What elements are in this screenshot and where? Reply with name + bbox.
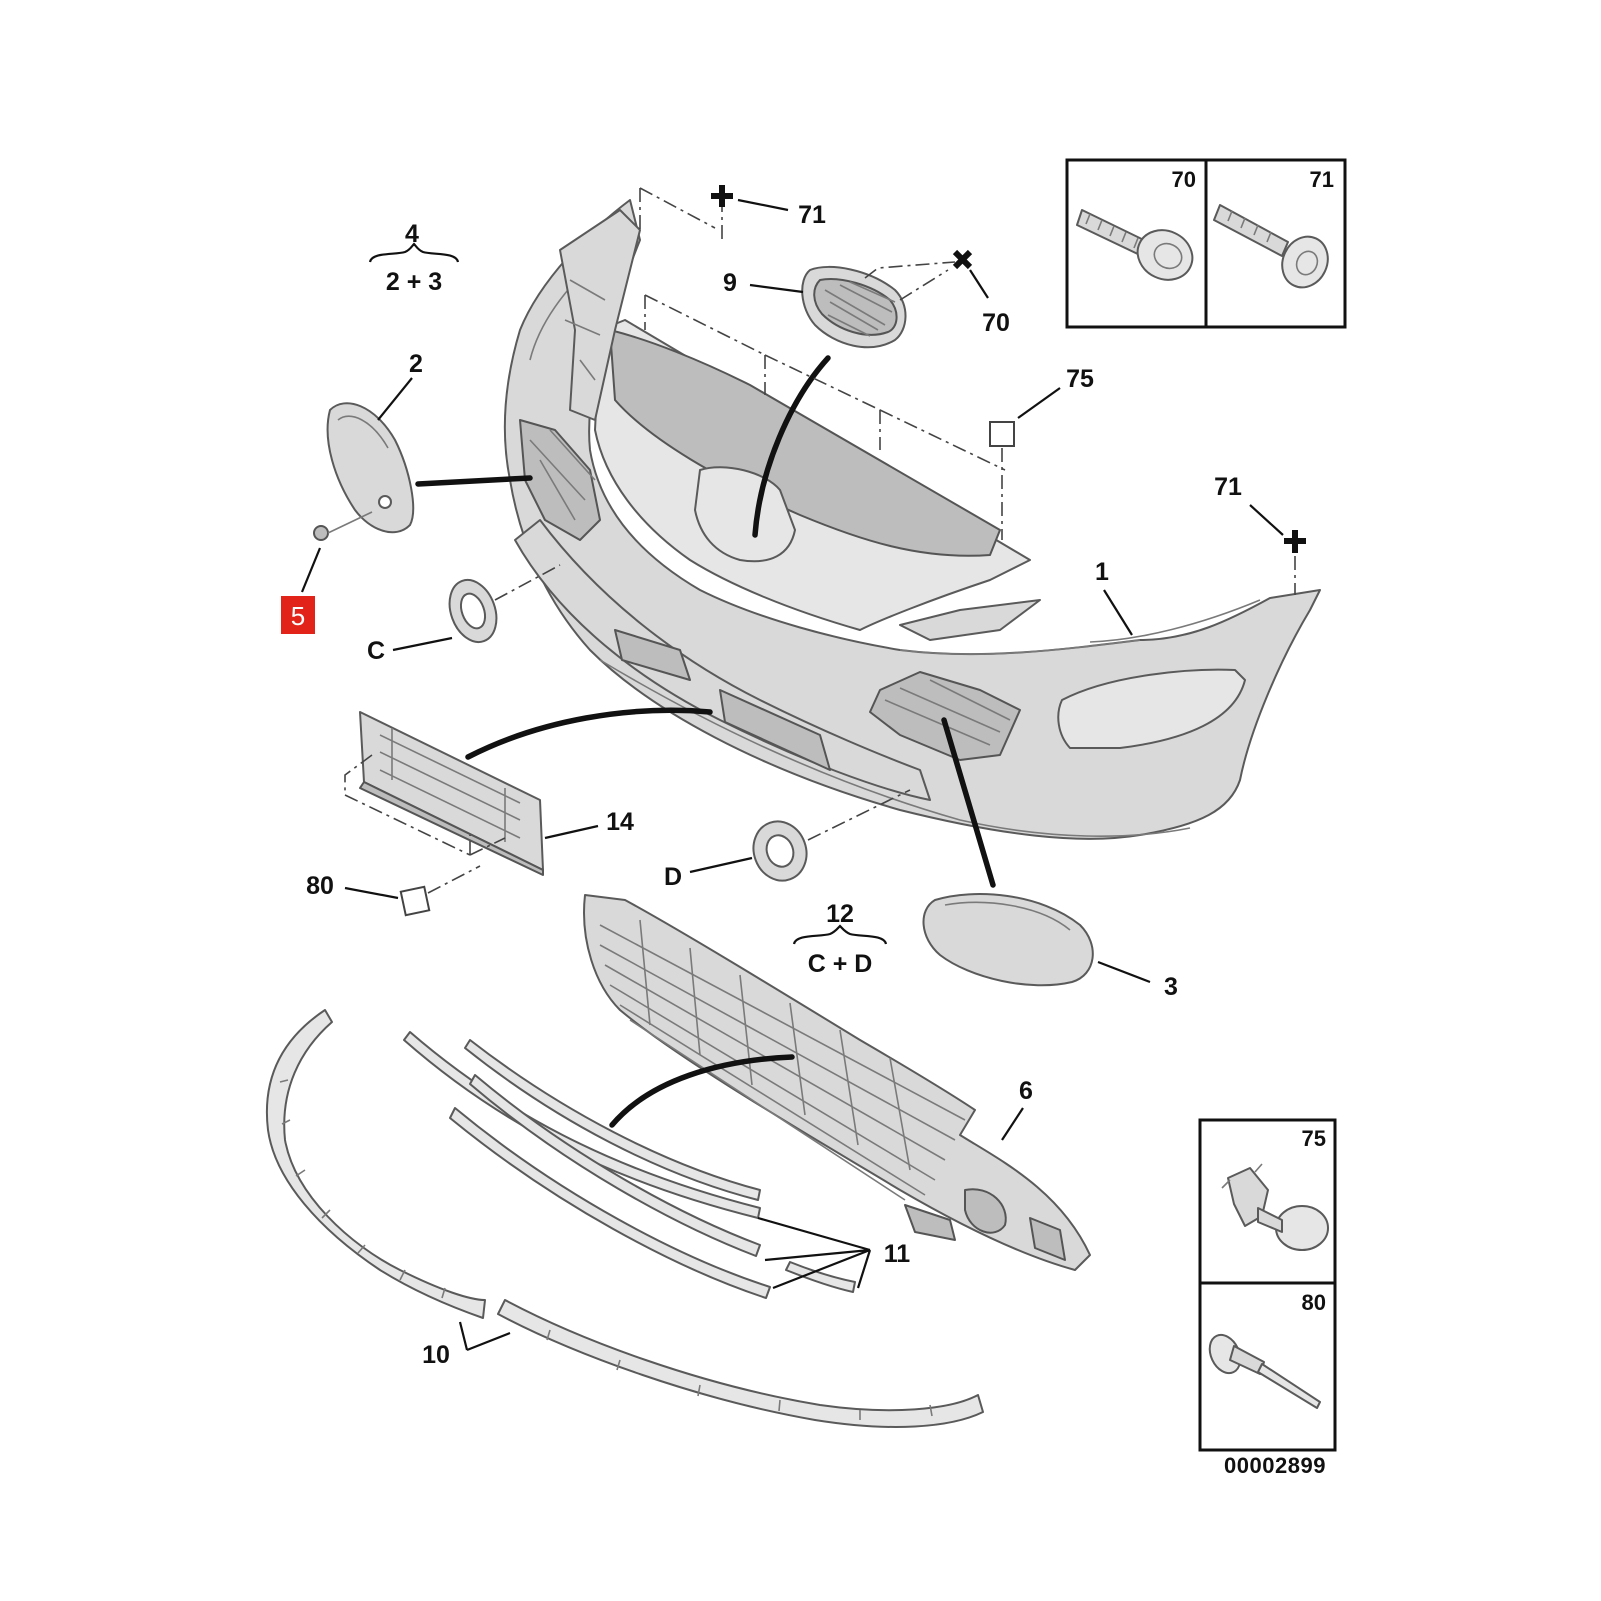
brace-12 xyxy=(792,924,888,945)
part-3-right-fog-cover xyxy=(922,893,1094,987)
legend-fasteners-75-80: 75 80 xyxy=(1198,1118,1337,1452)
callout-4: 4 xyxy=(405,220,419,248)
callout-71-top: 71 xyxy=(798,201,826,229)
leader-9 xyxy=(749,283,804,294)
part-10-lower-moulding xyxy=(265,1009,984,1428)
callout-70: 70 xyxy=(982,309,1010,337)
part-D-ring xyxy=(752,820,808,882)
callout-71-right: 71 xyxy=(1214,473,1242,501)
leader-14 xyxy=(544,824,599,840)
clip-75-icon xyxy=(1221,1163,1329,1251)
leader-3 xyxy=(1097,960,1151,984)
dash-71-top xyxy=(639,187,723,240)
dash-grille xyxy=(644,294,1006,471)
connector-9 xyxy=(752,355,831,538)
leader-6 xyxy=(1001,1107,1024,1141)
callout-4-sub: 2 + 3 xyxy=(386,268,442,296)
callout-80: 80 xyxy=(306,872,334,900)
reference-number: 00002899 xyxy=(1224,1453,1326,1478)
part-9-badge-grille xyxy=(801,266,907,349)
screw-71-icon xyxy=(1213,204,1329,289)
plus-marker-71-right xyxy=(1284,530,1306,553)
leader-C xyxy=(392,636,453,652)
callout-9: 9 xyxy=(723,269,737,297)
leader-11 xyxy=(757,1216,872,1290)
connector-6 xyxy=(609,1054,795,1128)
callout-5: 5 xyxy=(291,601,305,631)
leader-5 xyxy=(300,547,322,593)
dash-14 xyxy=(344,754,506,856)
dash-70 xyxy=(864,261,956,301)
leader-1 xyxy=(1103,589,1133,636)
legend-label-80: 80 xyxy=(1302,1290,1326,1315)
legend-label-71: 71 xyxy=(1310,167,1334,192)
legend-box-bottom xyxy=(1198,1118,1337,1452)
callout-14: 14 xyxy=(606,808,634,836)
x-marker-70 xyxy=(952,249,973,270)
connector-2 xyxy=(415,475,533,487)
part-2-left-fog-cover xyxy=(326,402,415,534)
callout-6: 6 xyxy=(1019,1077,1033,1105)
leader-2 xyxy=(377,377,413,421)
leader-70 xyxy=(969,269,989,299)
leader-80 xyxy=(344,886,399,900)
callout-1: 1 xyxy=(1095,558,1109,586)
part-75-clip xyxy=(989,421,1015,447)
brace-4 xyxy=(368,242,460,263)
leader-71-right xyxy=(1249,504,1284,536)
leader-10 xyxy=(458,1321,511,1352)
part-6-lower-grille xyxy=(583,894,1091,1271)
callout-C: C xyxy=(367,637,385,665)
leader-71-top xyxy=(737,198,789,212)
dash-C xyxy=(494,564,561,601)
dash-80 xyxy=(427,865,481,894)
callout-12-sub: C + D xyxy=(808,950,873,978)
dash-D xyxy=(807,789,911,841)
legend-fasteners-70-71: 70 71 xyxy=(1065,158,1347,329)
callout-75: 75 xyxy=(1066,365,1094,393)
legend-label-75: 75 xyxy=(1302,1126,1326,1151)
leader-75 xyxy=(1017,387,1061,419)
callout-10: 10 xyxy=(422,1341,450,1369)
connector-3 xyxy=(941,717,996,888)
part-80-clip xyxy=(399,885,431,917)
callout-11: 11 xyxy=(884,1240,911,1268)
callout-2: 2 xyxy=(409,350,423,378)
callout-5-highlight xyxy=(281,596,315,634)
screw-70-icon xyxy=(1076,209,1194,281)
rivet-80-icon xyxy=(1208,1333,1321,1409)
part-C-ring xyxy=(448,579,498,643)
legend-label-70: 70 xyxy=(1172,167,1196,192)
absorber-beam xyxy=(514,519,931,801)
part-5-screw xyxy=(313,511,373,541)
part-14-plate-bracket xyxy=(344,711,544,876)
callout-12: 12 xyxy=(826,900,854,928)
plus-marker-71-top xyxy=(711,185,733,207)
callout-D: D xyxy=(664,863,682,891)
part-11-chrome-strips xyxy=(403,1031,856,1299)
connector-14 xyxy=(465,707,713,760)
callout-3: 3 xyxy=(1164,973,1178,1001)
leader-D xyxy=(689,856,753,874)
